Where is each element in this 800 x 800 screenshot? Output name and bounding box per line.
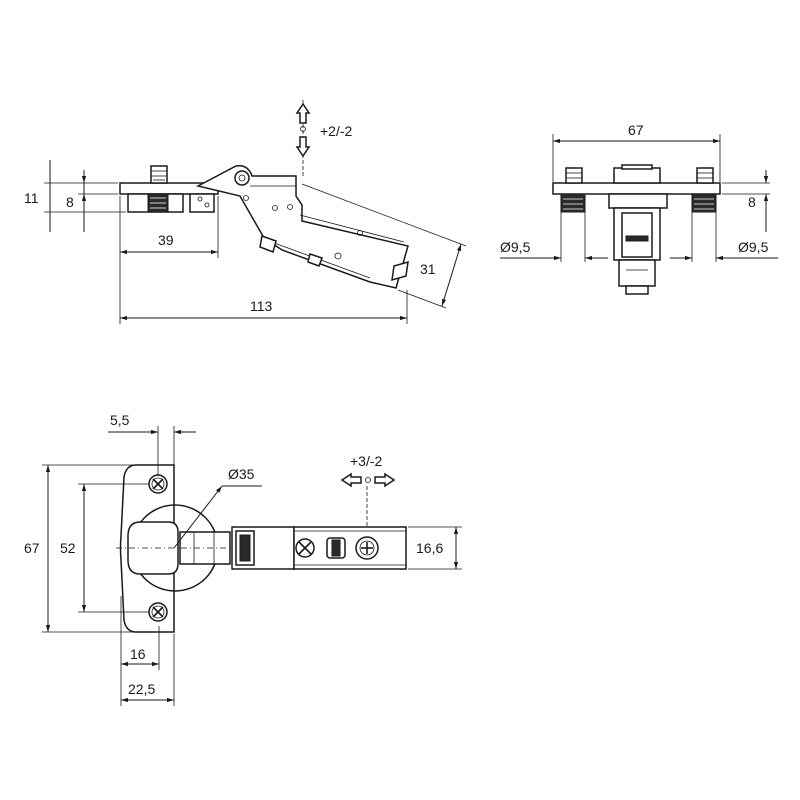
dim-top-22-5-label: 22,5 xyxy=(128,681,155,697)
dim-side-heights xyxy=(44,160,126,232)
top-screw-lower xyxy=(148,602,168,622)
vertical-adjust-label: +2/-2 xyxy=(320,123,353,139)
horizontal-adjust-label: +3/-2 xyxy=(350,453,383,469)
dim-cup-diameter-leader xyxy=(173,485,262,549)
dim-top-52 xyxy=(78,483,150,613)
front-view: 67 8 Ø9,5 Ø9,5 xyxy=(500,122,778,295)
dim-front-dowel-left-label: Ø9,5 xyxy=(500,239,531,255)
dim-side-39 xyxy=(119,196,219,258)
top-screw-upper xyxy=(148,474,168,494)
dim-side-39-label: 39 xyxy=(158,232,174,248)
dim-top-5-5 xyxy=(108,426,196,476)
side-view: +2/-2 11 8 39 113 xyxy=(24,100,467,324)
dim-front-8-label: 8 xyxy=(748,194,756,210)
front-right-dowel xyxy=(691,167,717,213)
side-screw-head xyxy=(150,165,168,184)
dim-side-8-label: 8 xyxy=(66,194,74,210)
dim-top-67-label: 67 xyxy=(24,540,40,556)
dim-front-67 xyxy=(552,134,721,182)
dim-top-16-label: 16 xyxy=(130,646,146,662)
dim-top-67 xyxy=(42,464,134,633)
dim-front-dowel-right-label: Ø9,5 xyxy=(738,239,769,255)
dim-cup-diameter-label: Ø35 xyxy=(228,466,255,482)
top-cup-recess xyxy=(127,521,179,575)
side-hinge-arm xyxy=(195,164,409,289)
dim-front-67-label: 67 xyxy=(628,122,644,138)
top-hinge-arm xyxy=(179,526,407,570)
dim-top-16-6 xyxy=(408,526,462,570)
side-dowel xyxy=(127,193,215,213)
dim-top-22-5 xyxy=(121,634,175,706)
dim-side-11-label: 11 xyxy=(24,190,39,206)
front-hinge-arm xyxy=(608,164,668,295)
dim-front-8 xyxy=(722,170,770,232)
dim-top-5-5-label: 5,5 xyxy=(110,412,130,428)
front-mounting-plate xyxy=(552,182,721,195)
dim-side-31-label: 31 xyxy=(420,261,436,277)
dim-side-113 xyxy=(119,258,408,324)
dim-side-113-label: 113 xyxy=(250,298,273,314)
dim-top-52-label: 52 xyxy=(60,540,76,556)
horizontal-adjust-indicator xyxy=(340,472,396,528)
front-left-dowel xyxy=(560,167,586,213)
dim-top-16-6-label: 16,6 xyxy=(416,540,443,556)
dim-front-dowel-right xyxy=(670,212,778,262)
top-view: +3/-2 Ø35 5,5 67 52 xyxy=(24,412,462,706)
dim-side-31 xyxy=(301,183,467,309)
vertical-adjust-indicator xyxy=(295,100,311,176)
dim-front-dowel-left xyxy=(500,212,608,262)
dim-top-16 xyxy=(120,596,160,706)
